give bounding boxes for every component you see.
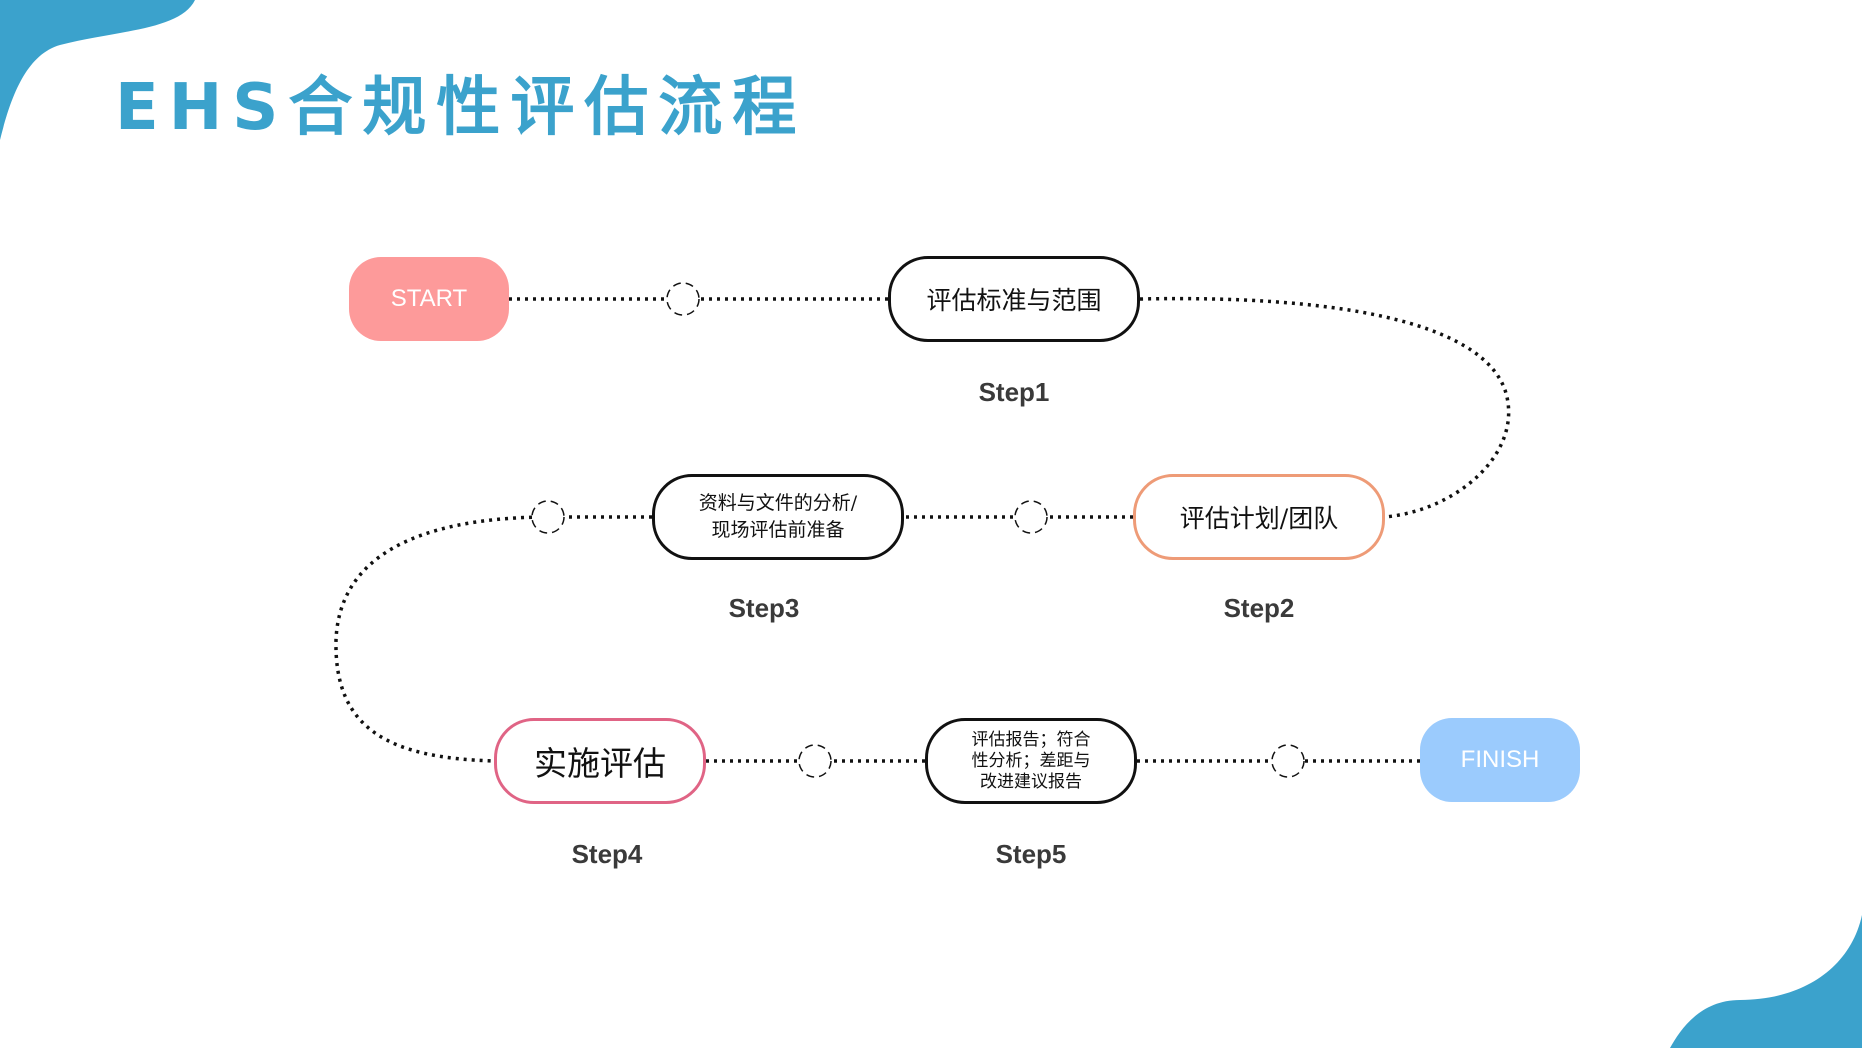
step3-node: 资料与文件的分析/ 现场评估前准备 bbox=[652, 474, 904, 560]
step4-text: 实施评估 bbox=[534, 744, 666, 783]
connector-node-2 bbox=[1014, 500, 1048, 534]
top-left-wave-decoration bbox=[0, 0, 195, 140]
connector-node-4 bbox=[798, 744, 832, 778]
connector-node-1 bbox=[666, 282, 700, 316]
page-title: EHS合规性评估流程 bbox=[115, 71, 807, 145]
step5-node: 评估报告；符合 性分析；差距与 改进建议报告 bbox=[925, 718, 1137, 804]
step5-label: Step5 bbox=[995, 839, 1067, 869]
step3-text-line1: 资料与文件的分析/ bbox=[698, 492, 858, 514]
connector-node-3 bbox=[531, 500, 565, 534]
finish-node: FINISH bbox=[1420, 718, 1580, 802]
step1-text: 评估标准与范围 bbox=[926, 286, 1102, 315]
connector-step1-step2 bbox=[1139, 296, 1511, 519]
connector-node-5 bbox=[1271, 744, 1305, 778]
step4-label: Step4 bbox=[571, 839, 643, 869]
step1-node: 评估标准与范围 bbox=[888, 256, 1140, 342]
step1-label: Step1 bbox=[978, 377, 1050, 407]
step3-label: Step3 bbox=[728, 593, 800, 623]
step5-text-line1: 评估报告；符合 bbox=[971, 729, 1091, 750]
step2-text: 评估计划/团队 bbox=[1179, 504, 1339, 533]
step3-text-line2: 现场评估前准备 bbox=[711, 519, 845, 541]
bottom-right-wave-decoration bbox=[1670, 915, 1862, 1048]
step5-text-line2: 性分析；差距与 bbox=[971, 750, 1091, 771]
step2-node: 评估计划/团队 bbox=[1133, 474, 1385, 560]
step5-text-line3: 改进建议报告 bbox=[980, 771, 1082, 792]
step2-label: Step2 bbox=[1223, 593, 1295, 623]
connector-step3-step4 bbox=[334, 515, 652, 763]
start-node: START bbox=[349, 257, 509, 341]
step4-node: 实施评估 bbox=[494, 718, 706, 804]
